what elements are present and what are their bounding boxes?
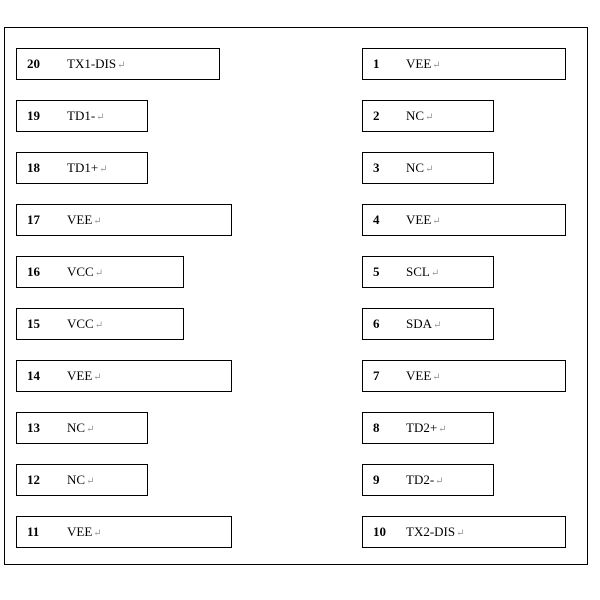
- pin-box-16: 16 VCC↵: [16, 256, 184, 288]
- paragraph-mark-icon: ↵: [433, 319, 442, 331]
- pin-box-19: 19 TD1-↵: [16, 100, 148, 132]
- pin-number: 19: [27, 108, 40, 123]
- pin-box-10: 10 TX2-DIS↵: [362, 516, 566, 548]
- pin-box-2: 2 NC↵: [362, 100, 494, 132]
- pin-number: 15: [27, 316, 40, 331]
- pin-number: 14: [27, 368, 40, 383]
- pin-label: NC: [67, 472, 86, 487]
- pin-label: TX1-DIS: [67, 56, 117, 71]
- pin-label: VEE: [406, 368, 432, 383]
- pin-label: VEE: [406, 56, 432, 71]
- pin-label: VCC: [67, 316, 94, 331]
- paragraph-mark-icon: ↵: [94, 267, 104, 279]
- pin-label: TD1-: [67, 108, 96, 123]
- pin-label: VEE: [406, 212, 432, 227]
- pin-number: 10: [373, 524, 386, 539]
- pin-box-13: 13 NC↵: [16, 412, 148, 444]
- pin-box-12: 12 NC↵: [16, 464, 148, 496]
- pin-label: SCL: [406, 264, 430, 279]
- paragraph-mark-icon: ↵: [93, 215, 102, 227]
- pin-label: TD2-: [406, 472, 435, 487]
- pin-label: TD1+: [67, 160, 99, 175]
- pin-label: VCC: [67, 264, 94, 279]
- pin-number: 17: [27, 212, 40, 227]
- pin-label: VEE: [67, 524, 93, 539]
- pin-number: 3: [373, 160, 380, 175]
- pin-box-14: 14 VEE↵: [16, 360, 232, 392]
- paragraph-mark-icon: ↵: [93, 371, 102, 383]
- pin-label: TD2+: [406, 420, 438, 435]
- pin-box-3: 3 NC↵: [362, 152, 494, 184]
- paragraph-mark-icon: ↵: [96, 111, 105, 123]
- pin-box-20: 20 TX1-DIS↵: [16, 48, 220, 80]
- pin-label: TX2-DIS: [406, 524, 456, 539]
- pin-box-1: 1 VEE↵: [362, 48, 566, 80]
- paragraph-mark-icon: ↵: [432, 59, 441, 71]
- pin-number: 13: [27, 420, 40, 435]
- paragraph-mark-icon: ↵: [117, 59, 126, 71]
- pin-number: 9: [373, 472, 380, 487]
- pin-label: SDA: [406, 316, 433, 331]
- pin-number: 8: [373, 420, 380, 435]
- pin-number: 2: [373, 108, 380, 123]
- paragraph-mark-icon: ↵: [94, 319, 104, 331]
- pin-label: NC: [406, 160, 425, 175]
- pin-number: 4: [373, 212, 380, 227]
- pin-label: VEE: [67, 368, 93, 383]
- pin-box-11: 11 VEE↵: [16, 516, 232, 548]
- paragraph-mark-icon: ↵: [425, 163, 434, 175]
- pin-box-5: 5 SCL↵: [362, 256, 494, 288]
- paragraph-mark-icon: ↵: [86, 475, 95, 487]
- pin-box-4: 4 VEE↵: [362, 204, 566, 236]
- paragraph-mark-icon: ↵: [438, 423, 447, 435]
- paragraph-mark-icon: ↵: [425, 111, 434, 123]
- paragraph-mark-icon: ↵: [432, 371, 441, 383]
- pin-box-18: 18 TD1+↵: [16, 152, 148, 184]
- pin-box-6: 6 SDA↵: [362, 308, 494, 340]
- pin-number: 5: [373, 264, 380, 279]
- pin-label: NC: [406, 108, 425, 123]
- paragraph-mark-icon: ↵: [86, 423, 95, 435]
- pin-label: NC: [67, 420, 86, 435]
- pin-box-7: 7 VEE↵: [362, 360, 566, 392]
- paragraph-mark-icon: ↵: [435, 475, 444, 487]
- paragraph-mark-icon: ↵: [456, 527, 465, 539]
- pin-label: VEE: [67, 212, 93, 227]
- paragraph-mark-icon: ↵: [430, 267, 440, 279]
- pin-number: 16: [27, 264, 40, 279]
- pin-number: 18: [27, 160, 40, 175]
- pin-number: 6: [373, 316, 380, 331]
- paragraph-mark-icon: ↵: [99, 163, 108, 175]
- paragraph-mark-icon: ↵: [432, 215, 441, 227]
- pin-box-9: 9 TD2-↵: [362, 464, 494, 496]
- pin-number: 11: [27, 524, 40, 539]
- pin-number: 7: [373, 368, 380, 383]
- pin-box-8: 8 TD2+↵: [362, 412, 494, 444]
- pin-number: 20: [27, 56, 40, 71]
- pin-box-15: 15 VCC↵: [16, 308, 184, 340]
- pin-number: 12: [27, 472, 40, 487]
- pin-box-17: 17 VEE↵: [16, 204, 232, 236]
- paragraph-mark-icon: ↵: [93, 527, 102, 539]
- pin-number: 1: [373, 56, 380, 71]
